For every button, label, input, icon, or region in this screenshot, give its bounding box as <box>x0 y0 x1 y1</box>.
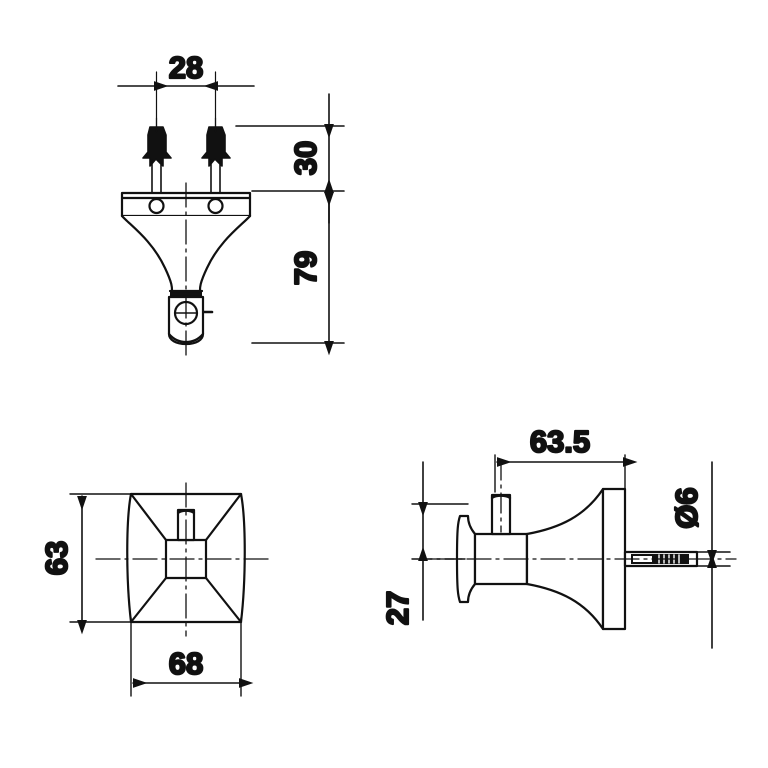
dimension-label-27: 27 <box>380 591 415 625</box>
dimension-79: 79 <box>251 191 345 356</box>
end-face-plate <box>601 487 627 631</box>
dimension-label-68: 68 <box>169 646 203 681</box>
dimension-label-63-5: 63.5 <box>530 424 590 459</box>
dimension-label-79: 79 <box>288 251 323 285</box>
dimension-68: 68 <box>130 617 254 697</box>
view-side-section: 63.5 27 Ø6 <box>379 423 737 649</box>
dimension-label-30: 30 <box>288 141 323 175</box>
centerlines-square-view <box>95 482 273 637</box>
threaded-stud <box>623 550 731 568</box>
bevel-diagonals <box>129 492 243 624</box>
dimension-30: 30 <box>235 93 345 224</box>
dimension-label-28: 28 <box>169 50 203 85</box>
view-front-elevation: 28 30 79 <box>117 49 345 356</box>
dimension-27: 27 <box>379 461 469 626</box>
upright-stud-side <box>490 459 512 536</box>
lower-boss <box>167 295 214 346</box>
dimension-label-diameter-6: Ø6 <box>669 487 704 528</box>
dimension-label-63: 63 <box>39 541 74 575</box>
dimension-28: 28 <box>117 49 255 133</box>
dimension-diameter-6: Ø6 <box>668 461 717 649</box>
dimension-63: 63 <box>38 493 137 635</box>
dimension-63-5: 63.5 <box>494 423 638 493</box>
view-square-face: 63 68 <box>38 482 273 697</box>
